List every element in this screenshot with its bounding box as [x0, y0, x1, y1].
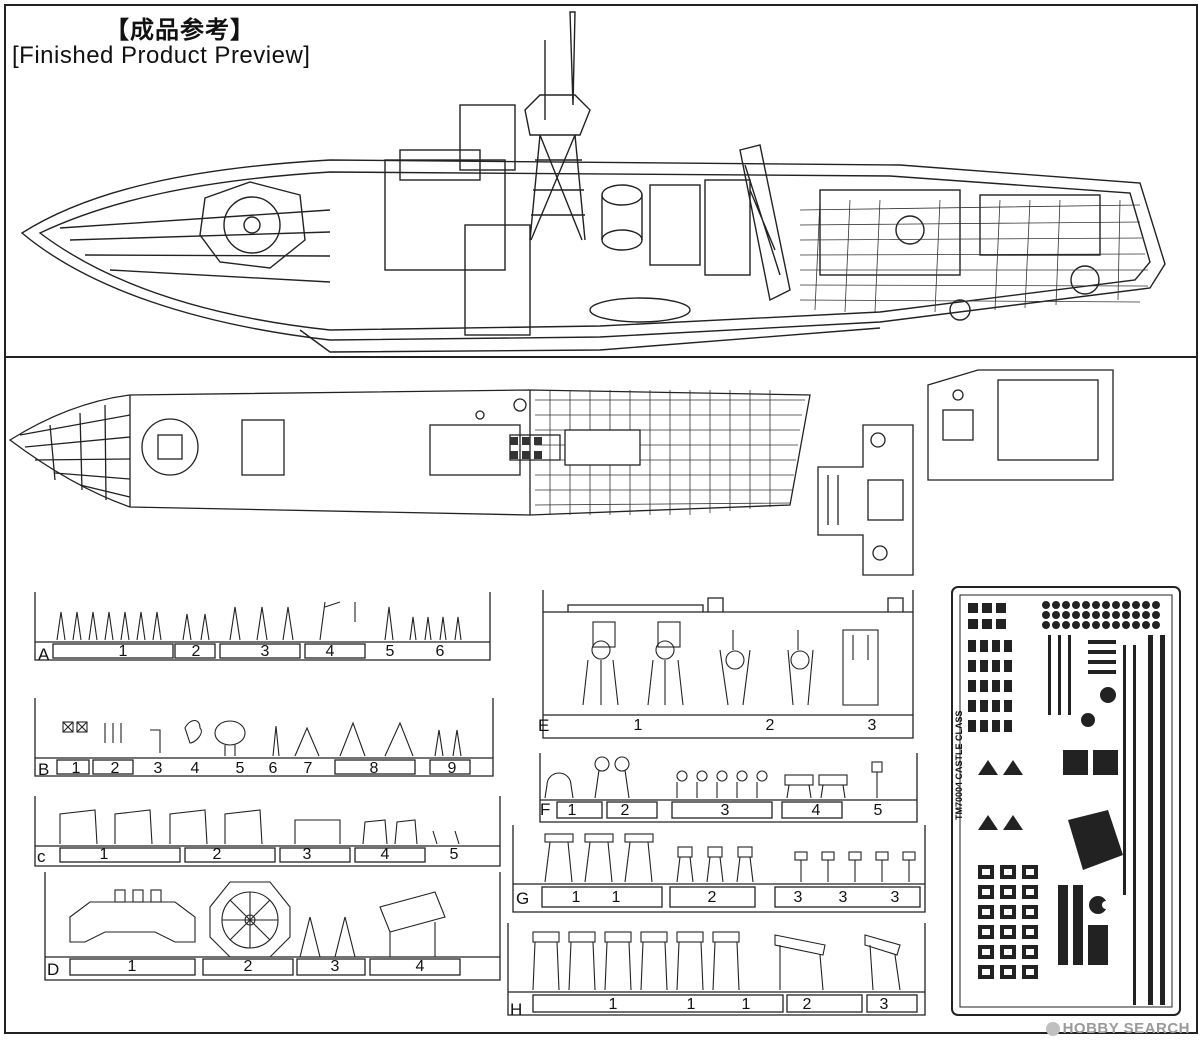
part-number: 5: [385, 643, 395, 660]
part-number: 1: [571, 889, 581, 906]
part-number: 3: [838, 889, 848, 906]
part-number: 4: [415, 958, 425, 975]
sprue-e-letter: E: [538, 716, 550, 735]
sprue-e-frame: [542, 590, 914, 739]
part-number: 1: [686, 996, 696, 1013]
sprue-a-letter: A: [38, 645, 50, 664]
part-number: 1: [611, 889, 621, 906]
sprue-b-frame: [34, 698, 494, 777]
part-number: 2: [765, 717, 775, 734]
part-number: 4: [380, 846, 390, 863]
part-number: 1: [118, 643, 128, 660]
sprue-d-frame: [44, 872, 501, 981]
part-number: 4: [811, 802, 821, 819]
part-number: 6: [435, 643, 445, 660]
part-number: 5: [873, 802, 883, 819]
part-number: 3: [153, 760, 163, 777]
part-number: 3: [879, 996, 889, 1013]
title-chinese: 【成品参考】: [105, 16, 255, 44]
bridge-top-plan: [927, 369, 1114, 481]
finished-ship-illustration: [20, 11, 1166, 353]
part-number: 1: [741, 996, 751, 1013]
title-english: [Finished Product Preview]: [12, 42, 311, 69]
sprue-f-frame: [539, 753, 918, 823]
sprue-a-frame: [34, 592, 491, 661]
sprue-b-letter: B: [38, 760, 50, 779]
part-number: 9: [447, 760, 457, 777]
photo-etch-sheet: [951, 586, 1181, 1016]
part-number: 5: [449, 846, 459, 863]
sprue-h-letter: H: [510, 1000, 523, 1019]
sprue-f-letter: F: [540, 800, 551, 819]
part-number: 1: [71, 760, 81, 777]
sprue-h-frame: [507, 923, 926, 1016]
part-number: 1: [127, 958, 137, 975]
part-number: 1: [567, 802, 577, 819]
part-number: 2: [620, 802, 630, 819]
part-number: 3: [867, 717, 877, 734]
sprue-c-frame: [34, 796, 501, 867]
part-number: 2: [191, 643, 201, 660]
part-number: 3: [260, 643, 270, 660]
part-number: 2: [110, 760, 120, 777]
sprue-g-letter: G: [516, 889, 530, 908]
sprue-c-letter: C: [37, 847, 46, 866]
part-number: 2: [802, 996, 812, 1013]
watermark-text: HOBBY SEARCH: [1062, 1020, 1190, 1037]
part-number: 2: [243, 958, 253, 975]
part-number: 3: [330, 958, 340, 975]
part-number: 5: [235, 760, 245, 777]
bridge-deck-plan: [817, 424, 914, 576]
deck-plan-view: [8, 389, 811, 516]
photo-etch-label: TM70004 CASTLE CLASS: [954, 710, 964, 820]
sprue-g-frame: [512, 825, 926, 913]
part-number: 3: [890, 889, 900, 906]
part-number: 3: [302, 846, 312, 863]
part-number: 7: [303, 760, 313, 777]
part-number: 1: [608, 996, 618, 1013]
watermark: HOBBY SEARCH: [1045, 1020, 1190, 1037]
part-number: 4: [325, 643, 335, 660]
section-divider: [4, 356, 1198, 358]
part-number: 6: [268, 760, 278, 777]
hobby-search-logo-icon: [1045, 1022, 1060, 1037]
part-number: 2: [707, 889, 717, 906]
sprue-d-letter: D: [47, 960, 60, 979]
part-number: 1: [99, 846, 109, 863]
part-number: 4: [190, 760, 200, 777]
part-number: 3: [720, 802, 730, 819]
part-number: 8: [369, 760, 379, 777]
part-number: 3: [793, 889, 803, 906]
page-border: [4, 4, 1198, 1034]
part-number: 1: [633, 717, 643, 734]
part-number: 2: [212, 846, 222, 863]
